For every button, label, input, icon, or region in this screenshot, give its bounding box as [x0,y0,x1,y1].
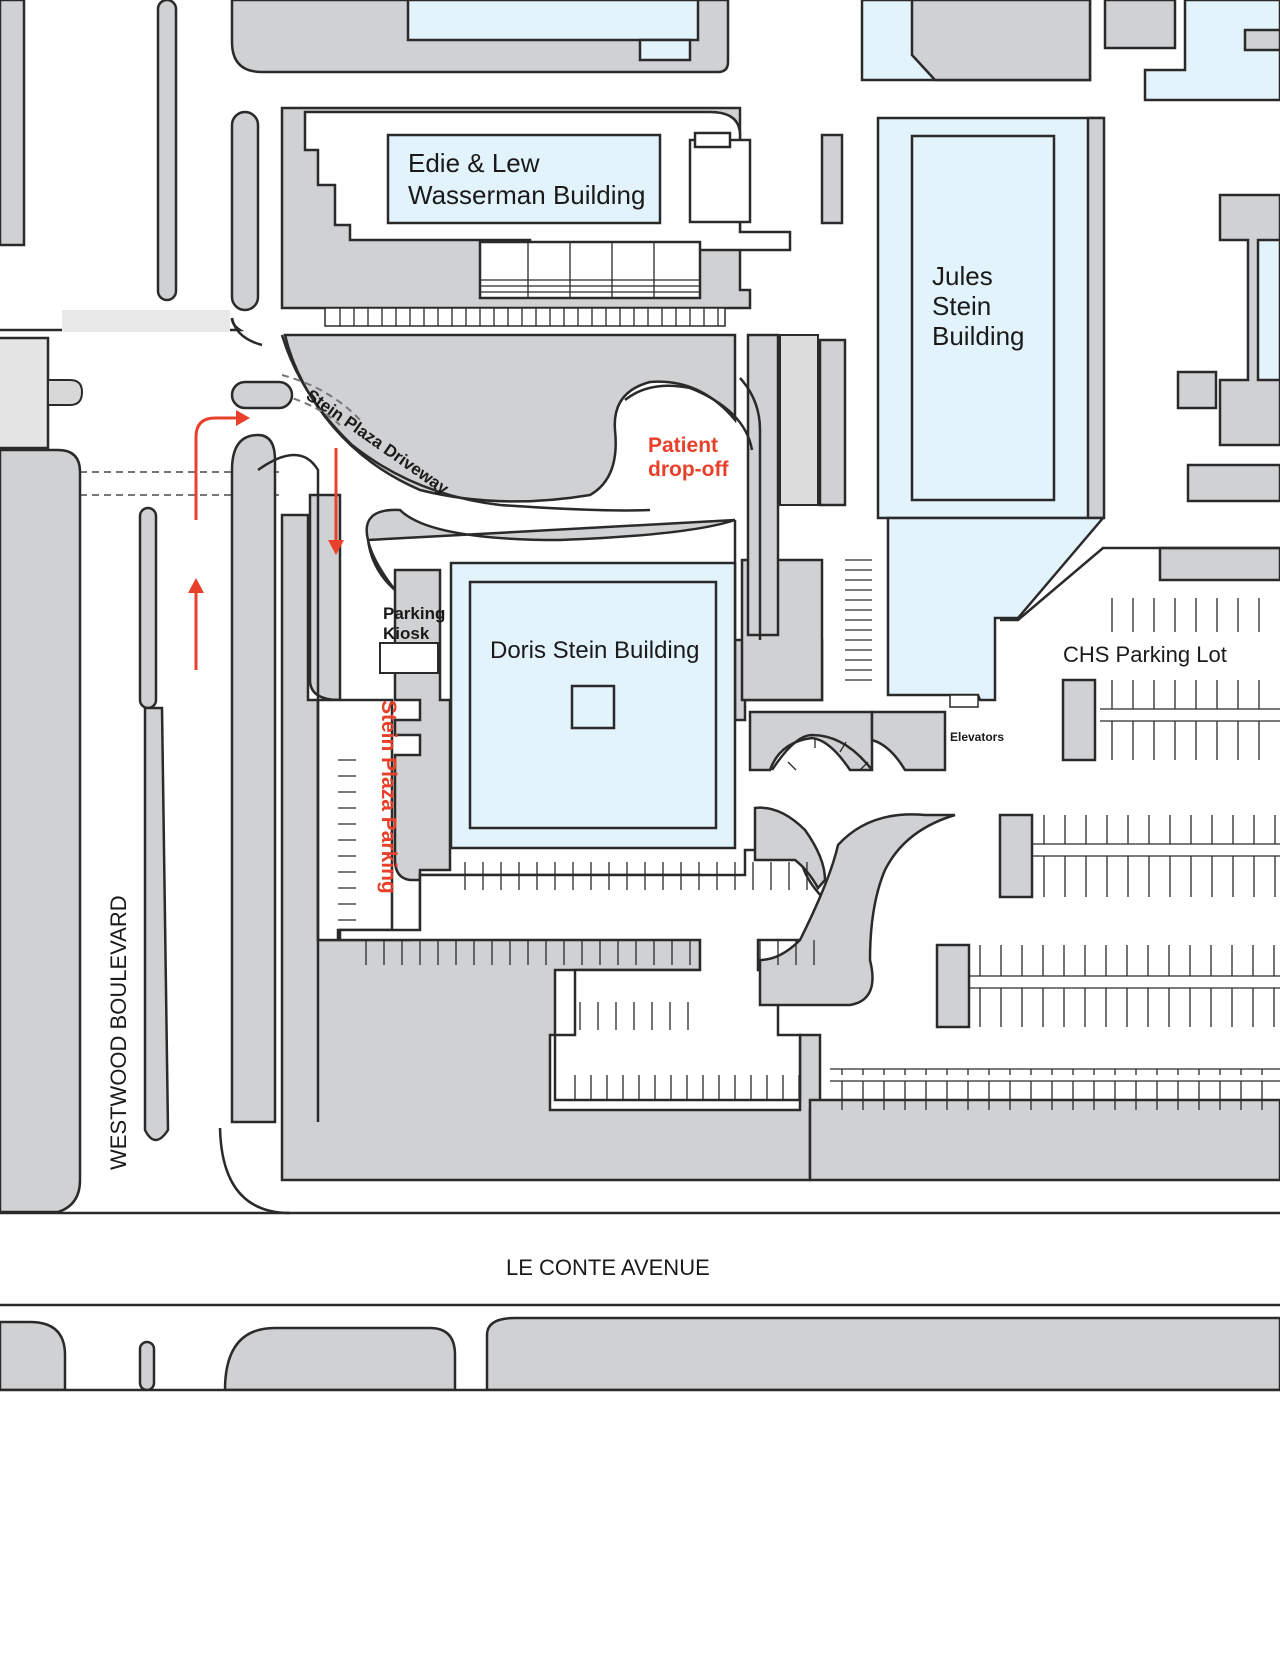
elevators-label: Elevators [950,730,1004,744]
plaza-courtyard [748,710,947,772]
chs-parking-block [808,546,1280,1182]
right-edge-buildings [1158,193,1280,582]
dropoff-label-line2: drop-off [648,458,729,481]
top-right-buildings [860,0,1280,102]
leconte-label: LE CONTE AVENUE [506,1255,710,1280]
stein-parking-label: Stein Plaza Parking [377,700,400,894]
doris-label: Doris Stein Building [490,637,699,664]
kiosk-label-line2: Kiosk [383,624,430,643]
le-conte-avenue [0,1127,1280,1656]
wasserman-label-line1: Edie & Lew [408,148,540,178]
jules-label-line1: Jules [932,261,993,291]
wasserman-block [280,106,844,327]
kiosk-label-line1: Parking [383,604,445,623]
westwood-boulevard [0,310,320,1214]
stein-parking-block [280,493,956,1182]
jules-label-line3: Building [932,321,1025,351]
dropoff-label-line1: Patient [648,434,718,457]
wasserman-label-line2: Wasserman Building [408,180,645,210]
route-arrows [188,410,344,670]
stein-plaza-block [283,333,872,882]
jules-label-line2: Stein [932,291,991,321]
westwood-label: WESTWOOD BOULEVARD [106,895,131,1170]
top-left-blocks [0,0,730,312]
chs-lot-label: CHS Parking Lot [1063,642,1227,667]
jules-stein-building [876,116,1106,708]
